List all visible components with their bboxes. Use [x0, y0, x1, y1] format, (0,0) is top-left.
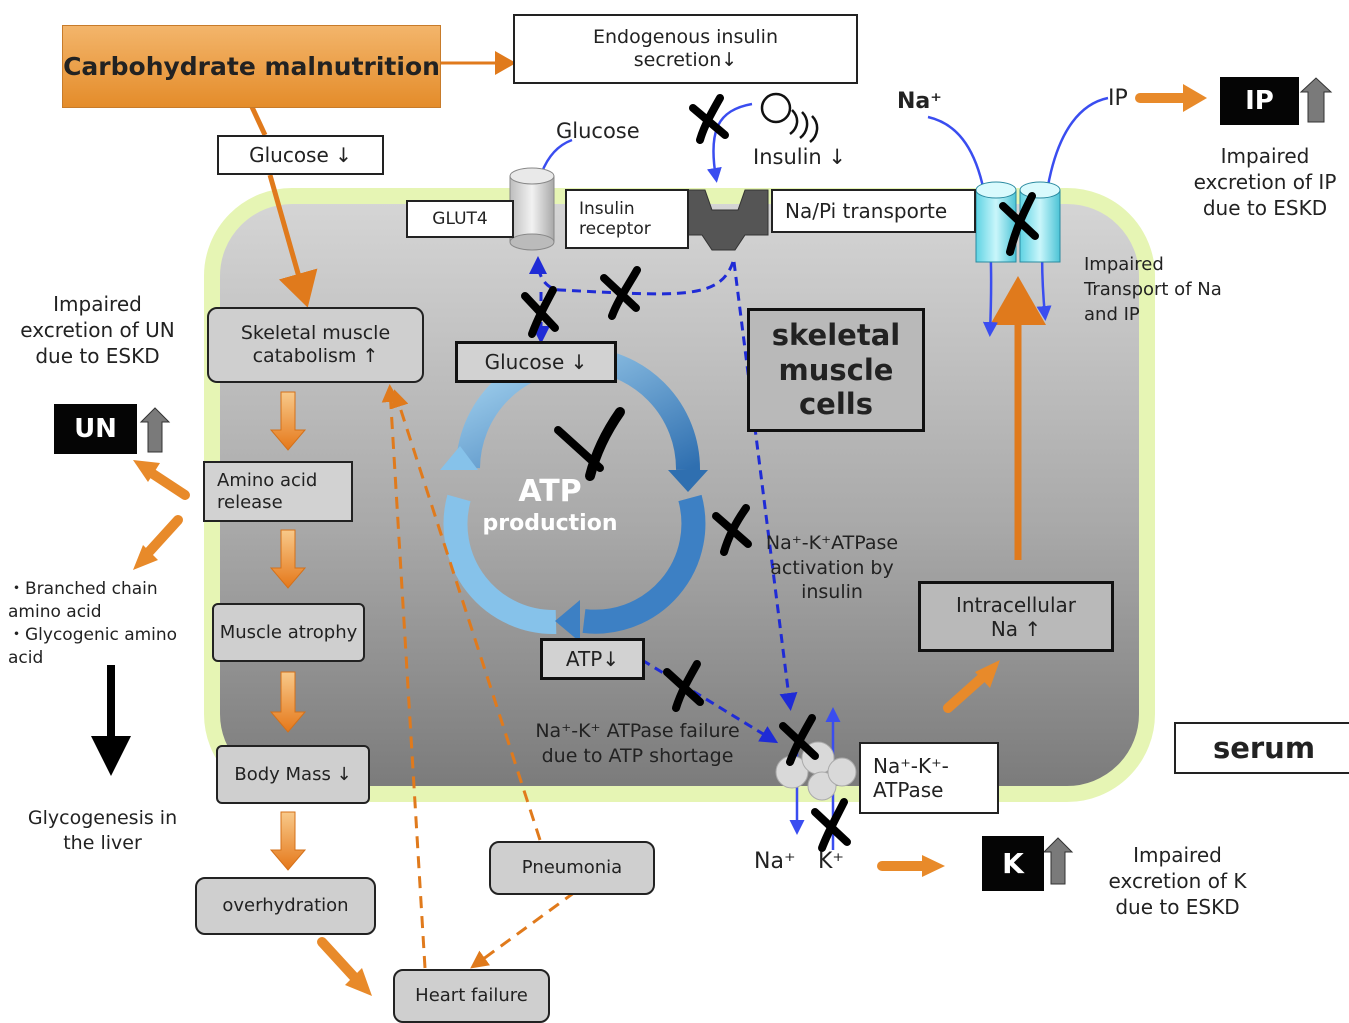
block-mark — [999, 192, 1039, 256]
muscle-atrophy-box: Muscle atrophy — [212, 603, 365, 662]
glucose-cell-box: Glucose ↓ — [455, 341, 617, 383]
body-mass-box: Body Mass ↓ — [216, 745, 370, 804]
insulin-receptor-shape — [681, 189, 769, 251]
skeletal-catabolism-box: Skeletal muscle catabolism ↑ — [207, 307, 424, 383]
un-up-icon — [139, 407, 171, 453]
skeletal-muscle-cells-box: skeletal muscle cells — [747, 308, 925, 432]
impaired-k-text: Impaired excretion of K due to ESKD — [1108, 843, 1247, 919]
carbohydrate-malnutrition-box: Carbohydrate malnutrition — [62, 25, 441, 108]
endogenous-insulin-box: Endogenous insulin secretion↓ — [513, 14, 858, 84]
atp-decrease-box: ATP↓ — [540, 638, 645, 680]
atp-production-text: production — [482, 511, 618, 536]
block-mark — [554, 407, 625, 481]
amino-acid-release-box: Amino acid release — [203, 461, 353, 522]
intracellular-na-box: Intracellular Na ↑ — [918, 581, 1114, 652]
glucose-decrease-box: Glucose ↓ — [217, 135, 384, 175]
impaired-un-text: Impaired excretion of UN due to ESKD — [20, 292, 175, 368]
heart-failure-box: Heart failure — [393, 969, 550, 1023]
overhydration-box: overhydration — [195, 877, 376, 935]
ip-up-icon — [1299, 77, 1333, 123]
block-mark — [712, 504, 752, 556]
amino-list-item-1: ・Branched chain amino acid — [8, 579, 158, 622]
dashed-orange-lines — [381, 384, 576, 969]
insulin-receptor-box: Insulin receptor — [565, 189, 689, 249]
block-mark — [521, 286, 559, 338]
insulin-molecule-icon — [760, 92, 819, 143]
glut4-box: GLUT4 — [406, 200, 514, 238]
insulin-decrease-label: Insulin ↓ — [753, 145, 847, 169]
k-up-icon — [1042, 837, 1074, 885]
block-mark — [811, 798, 851, 852]
amino-acid-list: ・Branched chain amino acid ・Glycogenic a… — [8, 578, 213, 670]
na-k-atpase-box: Na⁺-K⁺- ATPase — [859, 742, 999, 814]
na-pi-transporter-box: Na/Pi transporte — [771, 189, 976, 233]
orange-flow-arrows — [249, 51, 1046, 560]
glut4-channel — [509, 167, 555, 251]
un-badge: UN — [54, 404, 137, 454]
glucose-label: Glucose — [556, 119, 640, 143]
increase-indicators — [139, 77, 1333, 885]
block-marks — [521, 94, 1039, 852]
impaired-ip-text: Impaired excretion of IP due to ESKD — [1193, 144, 1337, 220]
pneumonia-box: Pneumonia — [489, 841, 655, 895]
block-mark — [779, 714, 819, 766]
block-mark — [663, 660, 704, 712]
amino-list-item-2: ・Glycogenic amino acid — [8, 624, 178, 668]
glycogenesis-text: Glycogenesis in the liver — [27, 807, 178, 854]
ip-badge: IP — [1220, 77, 1299, 125]
na-k-activation-text: Na⁺-K⁺ATPase activation by insulin — [765, 532, 899, 604]
impaired-transport-text: Impaired Transport of Na and IP — [1084, 254, 1222, 326]
k-badge: K — [982, 836, 1044, 891]
na-plus-top-label: Na⁺ — [897, 89, 942, 114]
atp-title: ATP — [518, 474, 582, 509]
na-k-failure-text: Na⁺-K⁺ ATPase failure due to ATP shortag… — [535, 720, 740, 767]
k-bottom-label: K⁺ — [818, 849, 845, 874]
fat-chain-arrows — [269, 391, 307, 871]
na-pi-transporter-channel — [975, 181, 1061, 263]
diag-fat-arrows — [133, 84, 1207, 996]
na-bottom-label: Na⁺ — [754, 849, 796, 874]
block-mark — [600, 266, 641, 320]
block-mark — [689, 94, 729, 144]
ip-label: IP — [1108, 86, 1128, 111]
serum-box: serum — [1174, 722, 1349, 774]
